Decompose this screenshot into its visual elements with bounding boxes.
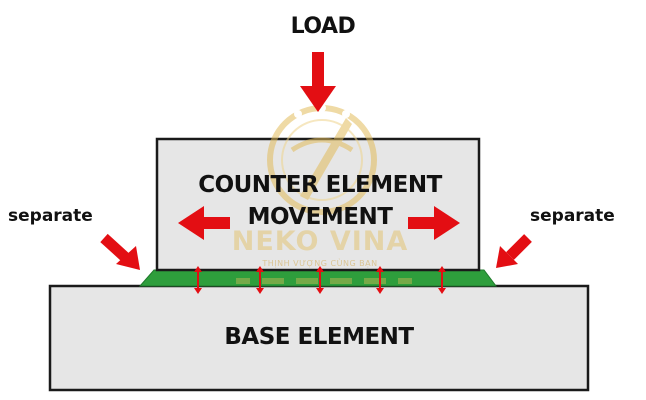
separate-right-label: separate <box>530 206 615 226</box>
load-arrow-icon <box>300 52 336 112</box>
movement-left-arrow-icon <box>178 206 230 240</box>
adhesive-double-arrow-icon <box>316 266 324 294</box>
adhesive-double-arrow-icon <box>194 266 202 294</box>
watermark-tagline: THỊNH VƯỢNG CÙNG BẠN <box>262 259 378 268</box>
movement-right-arrow-icon <box>408 206 460 240</box>
adhesive-double-arrow-icon <box>376 266 384 294</box>
separate-left-label: separate <box>8 206 93 226</box>
adhesive-double-arrow-icon <box>438 266 446 294</box>
watermark-brand: NEKO VINA <box>231 226 409 257</box>
base-element-label: BASE ELEMENT <box>224 324 414 350</box>
counter-element-label: COUNTER ELEMENT <box>198 172 442 198</box>
base-element-block <box>48 284 590 392</box>
adhesive-layer <box>138 269 497 287</box>
load-label: LOAD <box>290 14 356 39</box>
watermark-dots <box>236 278 412 284</box>
adhesive-arrows <box>194 266 446 294</box>
movement-label: MOVEMENT <box>247 204 393 230</box>
separate-right-arrow-icon <box>496 234 532 268</box>
watermark-logo-icon <box>267 104 377 215</box>
adhesive-double-arrow-icon <box>256 266 264 294</box>
separate-left-arrow-icon <box>100 233 140 270</box>
